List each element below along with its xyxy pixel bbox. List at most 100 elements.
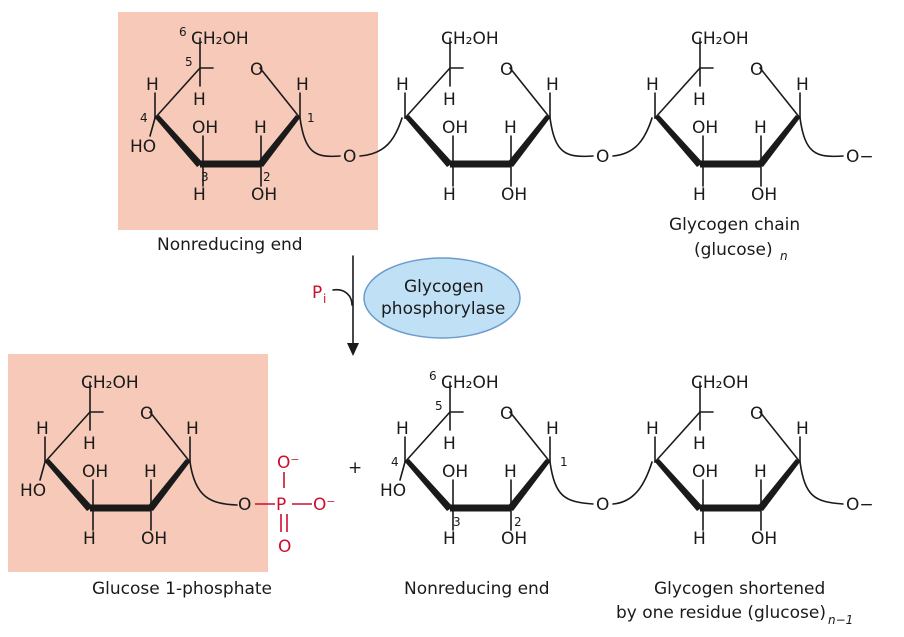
top1-c2: 2 [263, 170, 271, 184]
top-residue-1 [149, 37, 341, 187]
top2-ring-o: O [500, 60, 513, 80]
g1p-ho4: HO [20, 481, 46, 501]
bot2-h4: H [646, 419, 659, 439]
top2-h1: H [546, 75, 559, 95]
g1p-oh2: OH [141, 529, 167, 549]
top1-h3: H [193, 185, 206, 205]
bottom-chain-end-o: O− [846, 495, 874, 515]
bot2-oh2: OH [751, 529, 777, 549]
g1p-h4: H [36, 419, 49, 439]
glycogen-chain-subscript: n [780, 249, 788, 263]
top1-h2: H [254, 118, 267, 138]
top3-ring-o: O [750, 60, 763, 80]
bot2-h2: H [754, 462, 767, 482]
top-nonreducing-end-label: Nonreducing end [157, 235, 303, 255]
top1-c4: 4 [140, 111, 148, 125]
glycogen-chain-label: Glycogen chain [669, 215, 800, 235]
glycogen-chain-glucose-label: (glucose) [694, 240, 773, 260]
bot1-h1: H [546, 419, 559, 439]
bot1-h2: H [504, 462, 517, 482]
bot1-h4: H [396, 419, 409, 439]
bot1-h3: H [443, 529, 456, 549]
top1-ch2oh: CH₂OH [191, 29, 249, 49]
bot1-c6: 6 [429, 369, 437, 383]
g1p-oh3: OH [82, 462, 108, 482]
top3-h5: H [693, 90, 706, 110]
top-residue-2 [404, 37, 594, 187]
enzyme-label-line2: phosphorylase [381, 299, 505, 319]
top-link-1 [359, 117, 403, 157]
top1-c3: 3 [201, 170, 209, 184]
top3-h2: H [754, 118, 767, 138]
top3-oh3: OH [692, 118, 718, 138]
top-chain-end-o: O− [846, 147, 874, 167]
top2-h3: H [443, 185, 456, 205]
bot2-ch2oh: CH₂OH [691, 373, 749, 393]
top1-ring-o: O [250, 60, 263, 80]
bottom-glycosidic-o: O [596, 495, 609, 515]
top1-c5: 5 [185, 55, 193, 69]
g1p-h5: H [83, 434, 96, 454]
top3-h3: H [693, 185, 706, 205]
bot2-h3: H [693, 529, 706, 549]
top2-oh2: OH [501, 185, 527, 205]
bot1-oh2: OH [501, 529, 527, 549]
phosphate-p: P [276, 495, 286, 515]
bottom-nonreducing-end-label: Nonreducing end [404, 579, 550, 599]
bot1-h5: H [443, 434, 456, 454]
glucose-1-phosphate-label: Glucose 1-phosphate [92, 579, 272, 599]
reaction-arrowhead [347, 343, 359, 356]
bot1-ch2oh: CH₂OH [441, 373, 499, 393]
bot1-c4: 4 [391, 455, 399, 469]
top2-h2: H [504, 118, 517, 138]
bot1-ho4: HO [380, 481, 406, 501]
top3-h4: H [646, 75, 659, 95]
top-residue-3 [654, 37, 844, 187]
bot1-c5: 5 [435, 399, 443, 413]
top2-oh3: OH [442, 118, 468, 138]
bot2-h5: H [693, 434, 706, 454]
pi-subscript: i [323, 292, 326, 306]
bot2-h1: H [796, 419, 809, 439]
top-glycosidic-o-2: O [596, 147, 609, 167]
top3-h1: H [796, 75, 809, 95]
top1-c1: 1 [307, 111, 315, 125]
g1p-ring-o: O [140, 404, 153, 424]
top-link-2 [612, 117, 653, 157]
top2-h4: H [396, 75, 409, 95]
glycogen-shortened-subscript: n−1 [828, 613, 853, 627]
top1-h1: H [296, 75, 309, 95]
bot1-c2: 2 [514, 515, 522, 529]
top3-oh2: OH [751, 185, 777, 205]
enzyme-label-line1: Glycogen [404, 277, 484, 297]
bot2-oh3: OH [692, 462, 718, 482]
bot1-oh3: OH [442, 462, 468, 482]
top-glycosidic-o-1: O [343, 147, 356, 167]
bottom-residue-1 [399, 381, 594, 531]
g1p-h1: H [186, 419, 199, 439]
top1-c6: 6 [179, 25, 187, 39]
top2-ch2oh: CH₂OH [441, 29, 499, 49]
bot1-c1: 1 [560, 455, 568, 469]
g1p-h2: H [144, 462, 157, 482]
g1p-linking-o: O [238, 495, 251, 515]
glycogen-phosphorylase-ellipse [363, 257, 521, 339]
phosphate-o-minus-top: O⁻ [277, 453, 299, 473]
glycogen-shortened-residue-label: by one residue (glucose) [616, 603, 826, 623]
top1-oh3: OH [192, 118, 218, 138]
pi-label: P [312, 283, 322, 303]
bot1-ring-o: O [500, 404, 513, 424]
top1-h5: H [193, 90, 206, 110]
phosphate-o-minus-right: O⁻ [313, 495, 335, 515]
bot1-c3: 3 [453, 515, 461, 529]
top1-h4: H [146, 75, 159, 95]
glucose-1-phosphate-ring [39, 381, 238, 531]
g1p-h3: H [83, 529, 96, 549]
bottom-residue-2 [654, 381, 844, 531]
g1p-ch2oh: CH₂OH [81, 373, 139, 393]
plus-sign: + [348, 458, 362, 478]
glycogen-shortened-label: Glycogen shortened [654, 579, 825, 599]
top1-ho4: HO [130, 137, 156, 157]
phosphate-o-double: O [278, 537, 291, 557]
